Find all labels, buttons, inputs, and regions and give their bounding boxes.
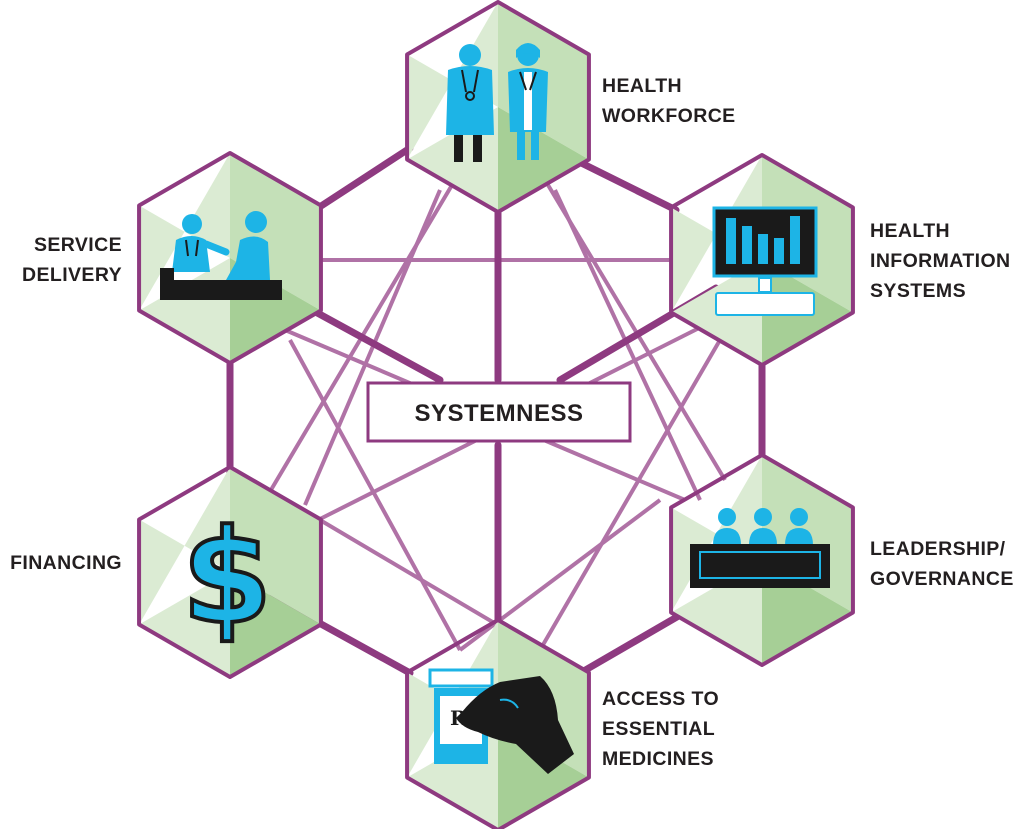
label-medicines: ACCESS TO ESSENTIAL MEDICINES xyxy=(602,688,719,770)
label-line: ESSENTIAL xyxy=(602,718,715,740)
label-service: SERVICE DELIVERY xyxy=(22,234,122,286)
systemness-label: SYSTEMNESS xyxy=(414,400,583,427)
label-line: ACCESS TO xyxy=(602,688,719,710)
label-financing: FINANCING xyxy=(10,552,122,574)
label-line: FINANCING xyxy=(10,552,122,574)
label-line: WORKFORCE xyxy=(602,105,736,127)
hexagon-workforce xyxy=(405,0,591,214)
label-line: LEADERSHIP/ xyxy=(870,538,1006,560)
label-info: HEALTH INFORMATION SYSTEMS xyxy=(870,220,1011,302)
computer-monitor-icon xyxy=(712,206,818,316)
systemness-link xyxy=(314,144,414,212)
block-labels: HEALTH WORKFORCE HEALTH INFORMATION SYSTEMS L… xyxy=(10,75,1014,770)
interconnection-line xyxy=(553,189,702,501)
hexagon-service xyxy=(137,151,323,365)
doctor-patient-icon xyxy=(160,211,282,300)
label-line: DELIVERY xyxy=(22,264,122,286)
label-line: SYSTEMS xyxy=(870,280,966,302)
label-line: SERVICE xyxy=(34,234,122,256)
label-line: HEALTH xyxy=(602,75,682,97)
label-leadership: LEADERSHIP/GOVERNANCE xyxy=(870,538,1014,590)
label-line: HEALTH xyxy=(870,220,950,242)
interconnection-line xyxy=(458,498,662,652)
interconnection-line xyxy=(288,339,462,651)
prescription-hand-icon: Rx xyxy=(428,668,574,774)
council-table-icon xyxy=(690,508,830,588)
svg-text:$: $ xyxy=(182,501,272,653)
interconnection-line xyxy=(303,189,442,506)
label-workforce: HEALTH WORKFORCE xyxy=(602,75,736,127)
interconnection-line xyxy=(538,338,722,652)
systemness-box: SYSTEMNESS xyxy=(366,381,632,443)
doctors-icon xyxy=(446,43,548,162)
label-line: MEDICINES xyxy=(602,748,714,770)
hexagon-financing xyxy=(137,465,323,679)
label-line: GOVERNANCE xyxy=(870,568,1014,590)
label-line: INFORMATION xyxy=(870,250,1011,272)
dollar-sign-icon: $ xyxy=(180,499,274,655)
